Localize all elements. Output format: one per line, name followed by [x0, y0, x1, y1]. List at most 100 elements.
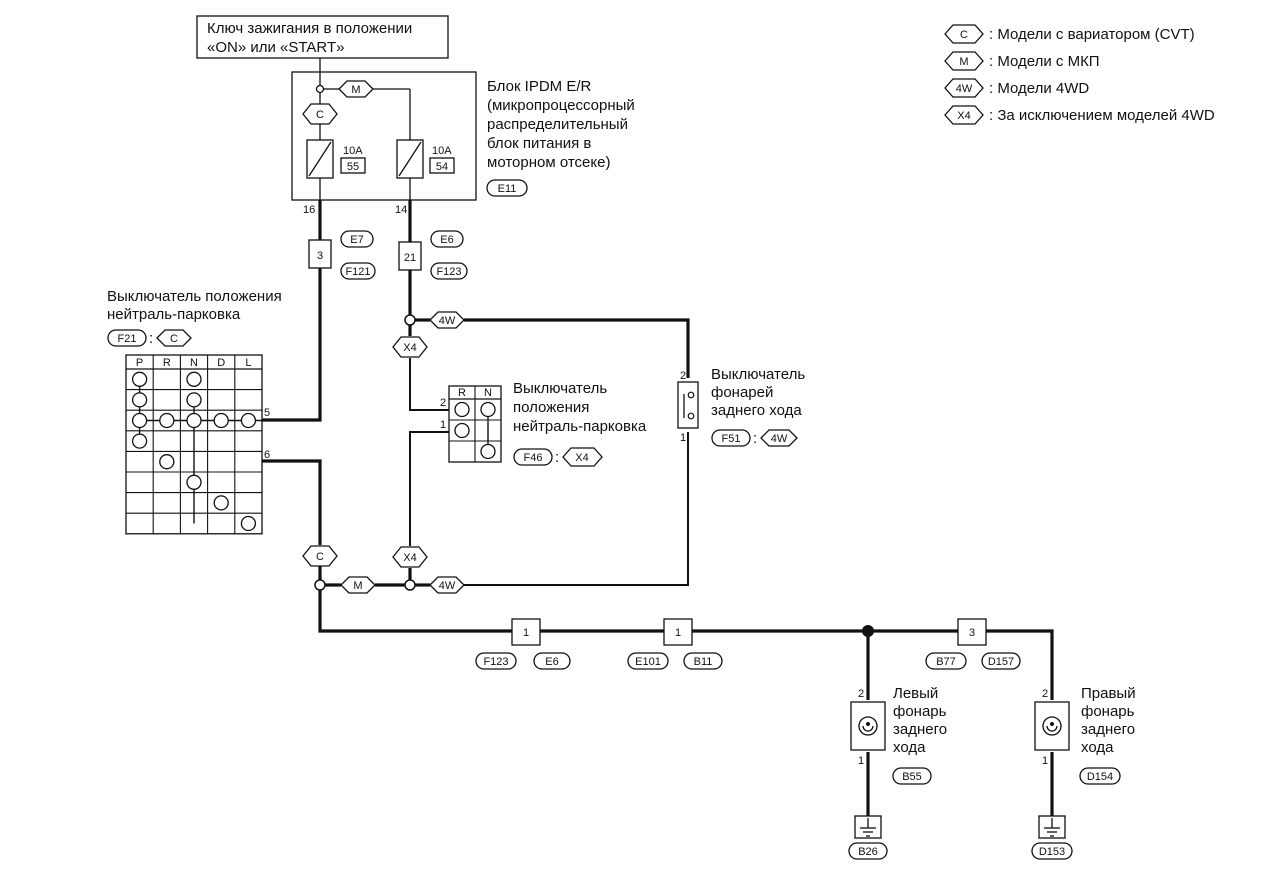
fuse-55: 10A 55 — [306, 139, 366, 179]
cvt-grid-contact — [240, 515, 257, 532]
ipdm-label-line4: блок питания в — [487, 135, 591, 152]
ipdm-split-node — [315, 84, 325, 94]
legend-item-c: C : Модели с вариатором (CVT) — [944, 24, 1195, 44]
connector-3-bottom-tag: F121 — [345, 266, 370, 278]
cvt-grid-contact — [213, 412, 229, 429]
reverse-switch-connector-label: F51 — [722, 433, 741, 445]
c-option-tag-bottom: C — [302, 545, 338, 567]
inline-connector-2: 1 E101 B11 — [627, 618, 723, 670]
reverse-switch-label-line1: Выключатель — [711, 366, 805, 383]
wire-reverse-switch-to-4w — [464, 432, 689, 586]
bottom-junction-node-2 — [404, 579, 416, 591]
mt-switch-pin-2: 2 — [440, 397, 446, 409]
cvt-grid-header: R — [163, 357, 171, 369]
cvt-grid-contact — [240, 412, 257, 429]
m-option-tag-bottom: M — [340, 576, 376, 594]
x4-option-tag-bottom-label: X4 — [403, 552, 416, 564]
w4-option-tag-top-label: 4W — [439, 315, 456, 327]
left-lamp-label-line2: фонарь — [893, 703, 947, 720]
reverse-switch — [677, 381, 699, 429]
right-ground-tag: D153 — [1031, 842, 1073, 860]
m-option-tag-label: M — [351, 84, 360, 96]
cvt-switch-label-line1: Выключатель положения — [107, 288, 282, 305]
splice-node — [862, 625, 874, 637]
cvt-grid-contact — [213, 495, 229, 511]
cvt-grid-header: L — [245, 357, 251, 369]
wire-x4-to-f46-pin2 — [409, 358, 449, 411]
c-option-tag: C — [302, 103, 338, 125]
cvt-grid-header: D — [217, 357, 225, 369]
right-lamp-pin-2: 2 — [1042, 688, 1048, 700]
w4-option-tag-bottom-label: 4W — [439, 580, 456, 592]
left-lamp-connector-label: B55 — [902, 771, 922, 783]
right-lamp-connector-tag: D154 — [1079, 767, 1121, 785]
cvt-grid-contact — [131, 392, 148, 408]
reverse-switch-pin-2: 2 — [680, 370, 686, 382]
bottom-junction-node-1 — [314, 579, 326, 591]
legend-text-4w: : Модели 4WD — [989, 80, 1089, 97]
inline-connector-1-right-tag: E6 — [545, 656, 558, 668]
left-ground-label: B26 — [858, 846, 878, 858]
cvt-grid-contact — [131, 371, 148, 387]
reverse-switch-option-label: 4W — [771, 433, 788, 445]
legend-code-c: C — [960, 29, 968, 41]
right-lamp-connector-label: D154 — [1087, 771, 1113, 783]
left-lamp-label-line4: хода — [893, 739, 926, 756]
ipdm-label-line2: (микропроцессорный — [487, 97, 635, 114]
reverse-switch-label-line3: заднего хода — [711, 402, 802, 419]
wire-run-3 — [986, 629, 1054, 700]
wire-node-to-bottom-run — [318, 589, 512, 633]
connector-3-pin: 3 — [317, 250, 323, 262]
ipdm-pin-14: 14 — [395, 204, 407, 216]
mt-switch-label-line3: нейтраль-парковка — [513, 418, 647, 435]
mt-grid-contact — [454, 401, 470, 418]
connector-21-top-tag: E6 — [440, 234, 453, 246]
mt-switch-option-tag: X4 — [562, 447, 603, 467]
cvt-switch-pin-6: 6 — [264, 449, 270, 461]
cvt-grid-header: N — [190, 357, 198, 369]
ignition-title-line2: «ON» или «START» — [207, 39, 345, 56]
cvt-grid-contact — [186, 412, 202, 429]
cvt-switch-pin-5: 5 — [264, 407, 270, 419]
mt-grid-header: N — [484, 387, 492, 399]
reverse-switch-pin-1: 1 — [680, 432, 686, 444]
cvt-grid-contact — [159, 454, 175, 470]
reverse-switch-connector-tag: F51 — [711, 429, 751, 447]
reverse-switch-separator: : — [753, 430, 757, 447]
wire-4w-to-reverse-switch — [464, 318, 690, 378]
left-reverse-lamp — [850, 701, 886, 751]
cvt-grid-contact — [159, 412, 175, 429]
inline-connector-3-left-tag: B77 — [936, 656, 956, 668]
right-lamp-label-line3: заднего — [1081, 721, 1135, 738]
wire-pin6-to-c — [262, 459, 322, 545]
x4-option-tag-top: X4 — [392, 336, 428, 358]
left-lamp-pin-1: 1 — [858, 755, 864, 767]
inline-connector-2-right-tag: B11 — [694, 656, 713, 668]
inline-connector-3-right-tag: D157 — [988, 656, 1014, 668]
x4-option-tag-bottom: X4 — [392, 546, 428, 568]
ipdm-block — [291, 71, 477, 201]
left-lamp-pin-2: 2 — [858, 688, 864, 700]
left-lamp-label-line1: Левый — [893, 685, 938, 702]
c-option-tag-bottom-label: C — [316, 551, 324, 563]
inline-connector-2-left-tag: E101 — [635, 656, 661, 668]
connector-21-pin: 21 — [404, 252, 416, 264]
ipdm-label-line3: распределительный — [487, 116, 628, 133]
w4-option-tag-top: 4W — [429, 311, 465, 329]
cvt-switch-separator: : — [149, 330, 153, 347]
mt-switch-label-line1: Выключатель — [513, 380, 607, 397]
right-lamp-label-line2: фонарь — [1081, 703, 1135, 720]
connector-3: 3 E7 F121 — [308, 230, 376, 280]
connector-3-top-tag: E7 — [350, 234, 363, 246]
wire-conn3-to-pin5 — [262, 268, 322, 422]
inline-connector-3: 3 B77 D157 — [925, 618, 1021, 670]
ignition-title-line1: Ключ зажигания в положении — [207, 20, 412, 37]
legend-text-c: : Модели с вариатором (CVT) — [989, 26, 1195, 43]
right-lamp-label-line4: хода — [1081, 739, 1114, 756]
legend-item-x4: X4 : За исключением моделей 4WD — [944, 105, 1215, 125]
legend: C : Модели с вариатором (CVT) M : Модели… — [944, 24, 1215, 125]
legend-code-4w: 4W — [956, 83, 973, 95]
cvt-switch-option-label: C — [170, 333, 178, 345]
